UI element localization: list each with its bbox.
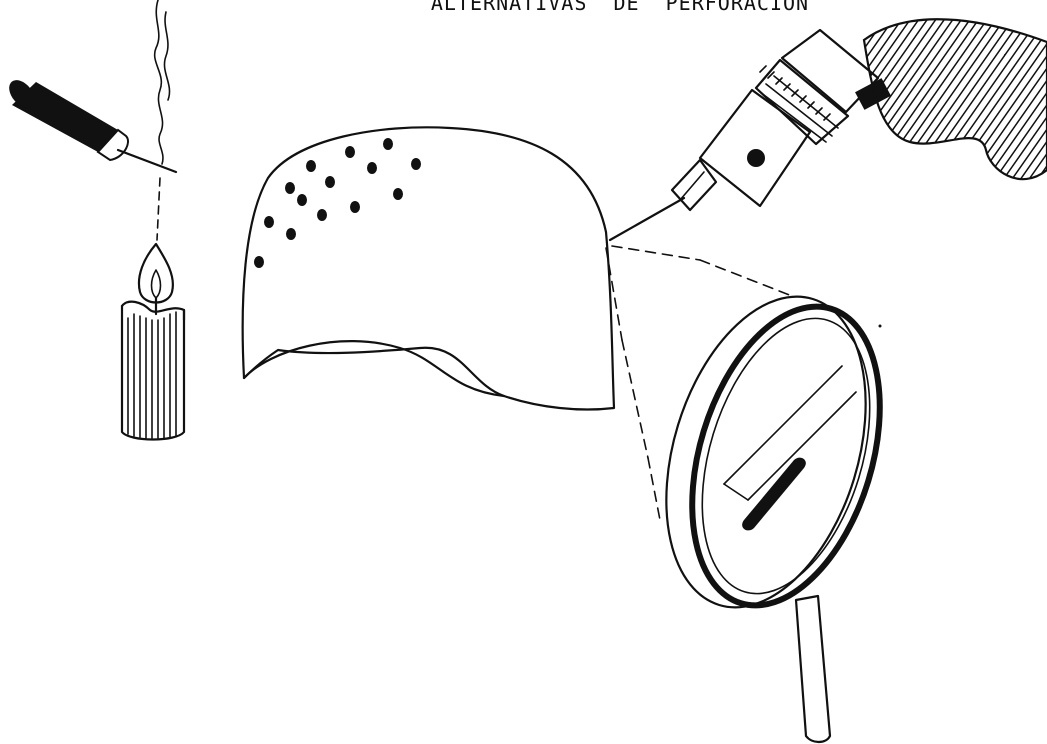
drill-icon: [610, 19, 1047, 240]
dashed-connector: [157, 178, 160, 240]
soldering-iron-icon: [4, 75, 176, 172]
cap-icon: [243, 127, 614, 409]
stray-dot: [879, 325, 882, 328]
perforation-holes: [254, 138, 421, 268]
smoke-icon: [155, 0, 170, 164]
zoom-guide-lines: [606, 246, 792, 520]
magnifying-glass-icon: [631, 272, 913, 742]
candle-icon: [122, 244, 184, 440]
